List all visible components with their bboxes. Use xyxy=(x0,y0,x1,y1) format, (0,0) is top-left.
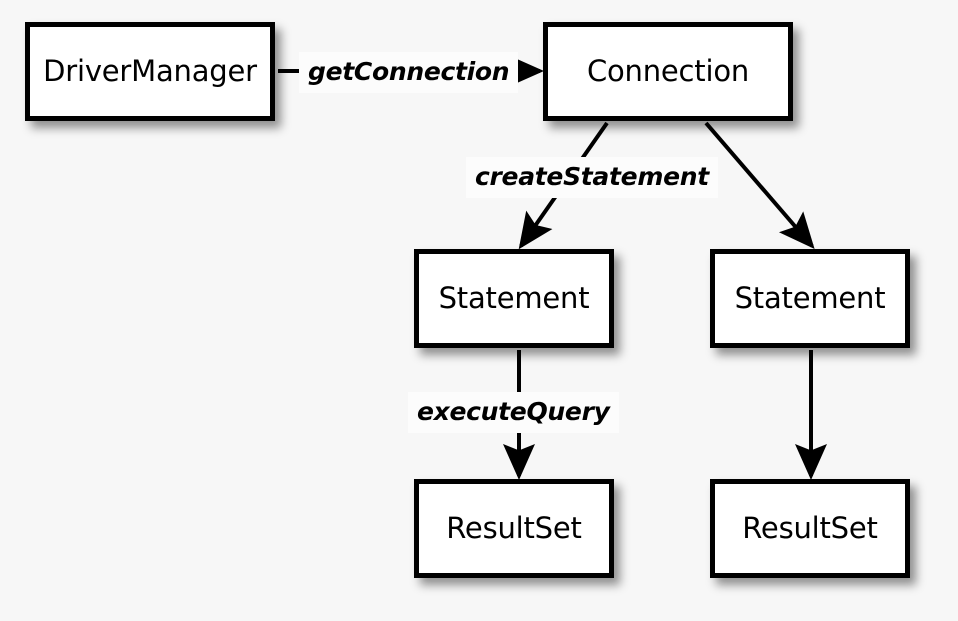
edge-label-getconnection: getConnection xyxy=(299,52,519,93)
node-statement-left-label: Statement xyxy=(438,281,590,315)
node-resultset-left-label: ResultSet xyxy=(446,511,582,545)
node-resultset-left[interactable]: ResultSet xyxy=(414,479,614,578)
edge-label-executequery: executeQuery xyxy=(408,392,619,433)
node-statement-right[interactable]: Statement xyxy=(710,249,910,348)
node-statement-left[interactable]: Statement xyxy=(414,249,614,348)
node-drivermanager-label: DriverManager xyxy=(43,54,257,88)
node-connection-label: Connection xyxy=(586,54,750,88)
node-resultset-right[interactable]: ResultSet xyxy=(710,479,910,578)
edge-label-createstatement: createStatement xyxy=(466,157,718,198)
node-resultset-right-label: ResultSet xyxy=(742,511,878,545)
edge-createstatement-right xyxy=(704,121,815,250)
node-drivermanager[interactable]: DriverManager xyxy=(25,22,275,121)
node-statement-right-label: Statement xyxy=(734,281,886,315)
node-connection[interactable]: Connection xyxy=(543,22,793,121)
